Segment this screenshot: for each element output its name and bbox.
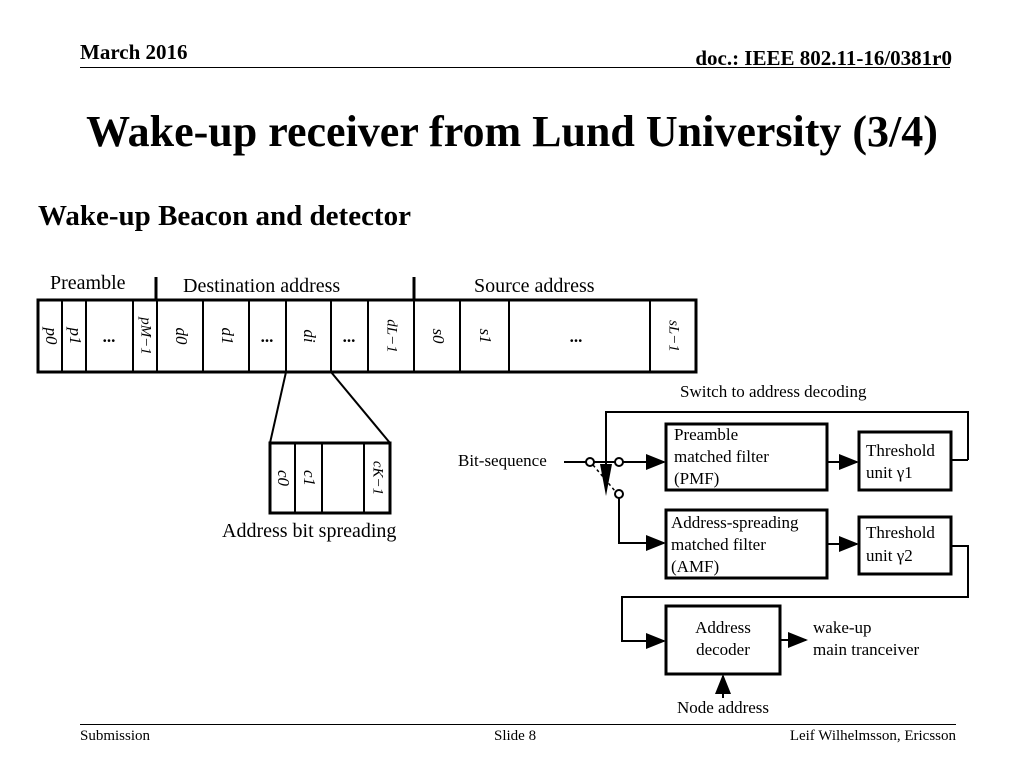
field-dest-ellipsis-1: ... [261,327,274,346]
field-source-ellipsis: ... [570,327,583,346]
section-label-preamble: Preamble [50,272,126,294]
switch-label: Switch to address decoding [680,382,867,401]
switch-pivot [585,457,595,467]
field-dest-ellipsis-2: ... [343,327,356,346]
threshold1-line-2: unit γ1 [866,463,913,482]
amf-line-3: (AMF) [671,557,719,576]
header-date: March 2016 [80,40,188,64]
field-di: di [300,329,319,343]
field-p1: p1 [66,327,85,345]
decoder-line-2: decoder [696,640,750,659]
switch-contact-preamble [614,457,624,467]
field-cK-1: cK−1 [370,461,386,495]
slide-title: Wake-up receiver from Lund University (3… [86,107,938,156]
footer-author: Leif Wilhelmsson, Ericsson [789,728,956,744]
section-label-source: Source address [474,275,595,297]
threshold1-line-1: Threshold [866,441,935,460]
field-d1: d1 [218,328,237,345]
field-sL-1: sL−1 [666,320,682,352]
bit-sequence-label: Bit-sequence [458,451,547,470]
field-s1: s1 [476,328,495,343]
slide-subtitle: Wake-up Beacon and detector [38,200,411,232]
field-d0: d0 [172,328,191,346]
field-p0: p0 [42,327,61,346]
pmf-line-2: matched filter [674,447,769,466]
field-s0: s0 [429,328,448,344]
field-c0: c0 [274,470,293,487]
frame-cell-dividers [61,300,651,372]
field-pM-1: pM−1 [138,316,154,355]
switch-control-line [605,411,969,470]
decoder-line-1: Address [695,618,751,637]
spreading-caption: Address bit spreading [222,520,396,542]
arrow-threshold2-to-decoder [621,545,969,649]
header-doc-id: doc.: IEEE 802.11-16/0381r0 [695,46,952,70]
footer-slide-number: Slide 8 [494,728,537,744]
output-line-1: wake-up [813,618,872,637]
expand-line-left [269,371,287,444]
amf-line-1: Address-spreading [671,513,799,532]
expand-line-right [330,371,391,444]
output-line-2: main tranceiver [813,640,920,659]
node-address-label: Node address [677,698,769,717]
pmf-line-3: (PMF) [674,469,719,488]
pmf-box [664,422,829,492]
footer-submission: Submission [80,728,151,744]
switch-contact-address [614,489,624,499]
footer-rule [80,724,956,725]
pmf-line-1: Preamble [674,425,738,444]
spreading-dividers [294,443,365,513]
arrow-to-amf [618,498,666,551]
section-label-destination: Destination address [183,275,340,297]
field-preamble-ellipsis: ... [103,327,116,346]
switch-control-arrowhead [600,464,612,496]
field-dL-1: dL−1 [384,319,400,352]
spreading-box [268,441,392,515]
threshold2-line-1: Threshold [866,523,935,542]
header-rule [80,67,950,68]
amf-line-2: matched filter [671,535,766,554]
threshold2-line-2: unit γ2 [866,546,913,565]
field-c1: c1 [300,470,319,486]
